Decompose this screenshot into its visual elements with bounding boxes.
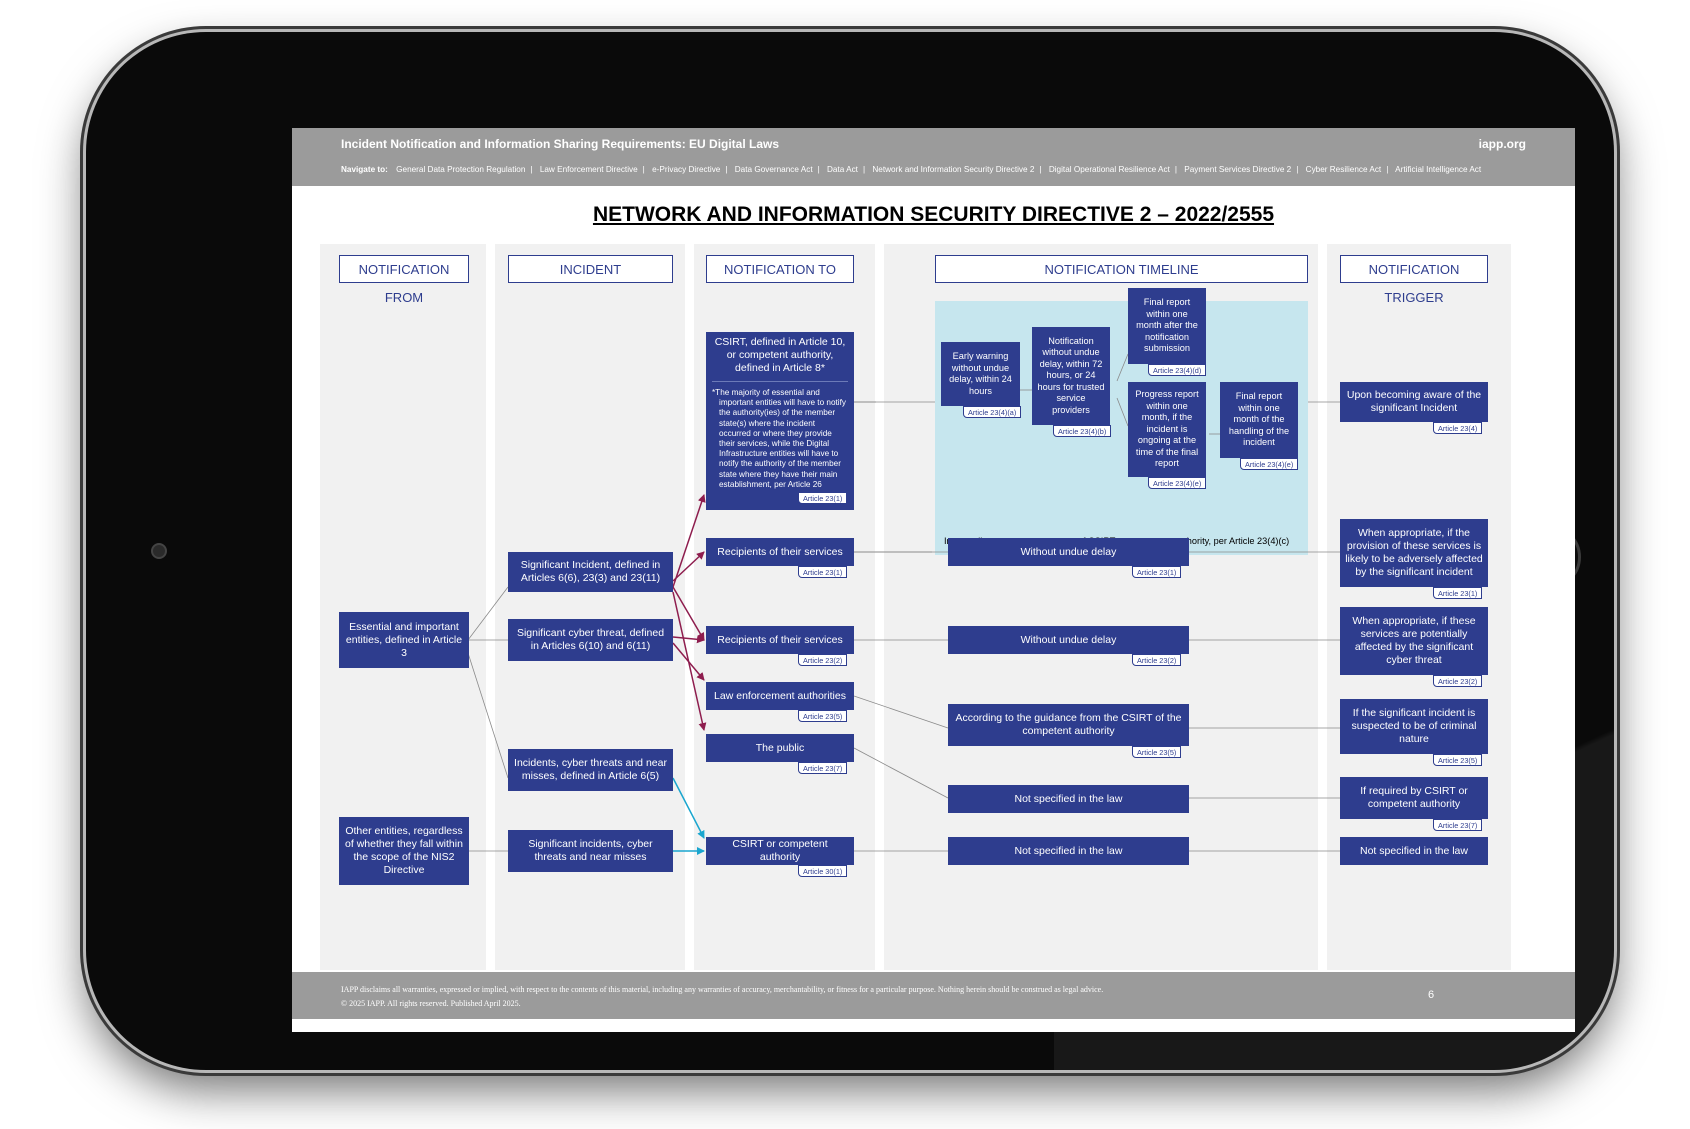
trigger-appropriate-1: When appropriate, if the provision of th…: [1340, 519, 1488, 587]
footer-disclaimer: IAPP disclaims all warranties, expressed…: [341, 985, 1104, 994]
tablet-frame: Incident Notification and Information Sh…: [86, 32, 1614, 1070]
article-ref: Article 23(4)(e): [1148, 477, 1207, 489]
timeline-without-delay-2: Without undue delay: [948, 626, 1189, 654]
article-ref: Article 23(5): [798, 710, 848, 722]
nav-link-eprivacy[interactable]: e-Privacy Directive: [652, 165, 721, 174]
connector-lines: [467, 353, 1340, 855]
nav-link-psd2[interactable]: Payment Services Directive 2: [1184, 165, 1292, 174]
timeline-final-report: Final report within one month after the …: [1128, 288, 1206, 364]
to-csirt-2: CSIRT or competent authority: [706, 837, 854, 865]
article-ref: Article 23(4)(a): [963, 406, 1022, 418]
trigger-not-specified: Not specified in the law: [1340, 837, 1488, 865]
column-header-from: NOTIFICATION FROM: [339, 255, 469, 305]
timeline-not-specified-1: Not specified in the law: [948, 785, 1189, 813]
nav-separator: |: [1386, 165, 1389, 174]
article-ref: Article 23(2): [1132, 654, 1182, 666]
timeline-guidance: According to the guidance from the CSIRT…: [948, 704, 1189, 746]
column-header-trigger: NOTIFICATION TRIGGER: [1340, 255, 1488, 305]
screen: Incident Notification and Information Sh…: [292, 128, 1575, 1032]
article-ref: Article 23(1): [798, 566, 848, 578]
to-recipients-1: Recipients of their services: [706, 538, 854, 566]
nav-link-dga[interactable]: Data Governance Act: [734, 165, 813, 174]
incident-significant: Significant Incident, defined in Article…: [508, 552, 673, 592]
nav-separator: |: [642, 165, 645, 174]
timeline-final-report-2: Final report within one month of the han…: [1220, 382, 1298, 458]
article-ref: Article 23(1): [1132, 566, 1182, 578]
nav-separator: |: [1174, 165, 1178, 174]
timeline-early-warning: Early warning without undue delay, withi…: [941, 342, 1020, 406]
trigger-appropriate-2: When appropriate, if these services are …: [1340, 607, 1488, 675]
timeline-not-specified-2: Not specified in the law: [948, 837, 1189, 865]
article-ref: Article 23(1): [1433, 587, 1483, 599]
to-csirt-note: *The majority of essential and important…: [712, 388, 846, 489]
nav-separator: |: [817, 165, 820, 174]
to-recipients-2: Recipients of their services: [706, 626, 854, 654]
to-public: The public: [706, 734, 854, 762]
trigger-criminal: If the significant incident is suspected…: [1340, 699, 1488, 754]
to-csirt: CSIRT, defined in Article 10, or compete…: [706, 332, 854, 510]
article-ref: Article 23(4)(e): [1240, 458, 1299, 470]
nav-link-ai-act[interactable]: Artificial Intelligence Act: [1395, 165, 1482, 174]
doc-footer: IAPP disclaims all warranties, expressed…: [292, 972, 1575, 1019]
to-csirt-title: CSIRT, defined in Article 10, or compete…: [712, 336, 848, 382]
article-ref: Article 23(4): [1433, 422, 1483, 434]
page-title: NETWORK AND INFORMATION SECURITY DIRECTI…: [592, 203, 1275, 226]
trigger-required: If required by CSIRT or competent author…: [1340, 777, 1488, 819]
column-header-timeline: NOTIFICATION TIMELINE: [935, 255, 1308, 283]
article-ref: Article 30(1): [798, 865, 848, 877]
article-ref: Article 23(4)(d): [1148, 364, 1207, 376]
nav-label: Navigate to:: [341, 165, 388, 174]
incident-cyber-threat: Significant cyber threat, defined in Art…: [508, 619, 673, 661]
timeline-progress-report: Progress report within one month, if the…: [1128, 382, 1206, 477]
nav-separator: |: [1296, 165, 1299, 174]
nav-separator: |: [862, 165, 866, 174]
timeline-notification: Notification without undue delay, within…: [1032, 327, 1110, 425]
incident-other: Significant incidents, cyber threats and…: [508, 830, 673, 872]
article-ref: Article 23(5): [1433, 754, 1483, 766]
article-ref: Article 23(5): [1132, 746, 1182, 758]
to-law-enforcement: Law enforcement authorities: [706, 682, 854, 710]
article-ref: Article 23(7): [798, 762, 848, 774]
doc-title: Incident Notification and Information Sh…: [341, 137, 780, 151]
nav-separator: |: [1039, 165, 1042, 174]
incident-near-miss: Incidents, cyber threats and near misses…: [508, 749, 673, 791]
column-header-incident: INCIDENT: [508, 255, 673, 283]
article-ref: Article 23(2): [798, 654, 848, 666]
camera-icon: [151, 543, 167, 559]
from-essential-entities: Essential and important entities, define…: [339, 612, 469, 668]
nav-separator: |: [530, 165, 533, 174]
nav-link-led[interactable]: Law Enforcement Directive: [539, 165, 638, 174]
trigger-aware: Upon becoming aware of the significant I…: [1340, 382, 1488, 422]
nav-bar: Navigate to: General Data Protection Reg…: [341, 165, 1481, 174]
article-ref: Article 23(7): [1433, 819, 1483, 831]
nav-separator: |: [725, 165, 728, 174]
footer-copyright: © 2025 IAPP. All rights reserved. Publis…: [341, 999, 521, 1008]
doc-header: Incident Notification and Information Sh…: [292, 128, 1575, 186]
article-ref: Article 23(2): [1433, 675, 1483, 687]
site-link[interactable]: iapp.org: [1478, 137, 1526, 151]
nav-link-nis2[interactable]: Network and Information Security Directi…: [872, 165, 1035, 174]
nav-link-dora[interactable]: Digital Operational Resilience Act: [1048, 165, 1170, 174]
page-number: 6: [1428, 989, 1435, 1001]
column-header-to: NOTIFICATION TO: [706, 255, 854, 283]
nav-link-cra[interactable]: Cyber Resilience Act: [1305, 165, 1382, 174]
nav-link-gdpr[interactable]: General Data Protection Regulation: [396, 165, 526, 174]
from-other-entities: Other entities, regardless of whether th…: [339, 817, 469, 885]
article-ref: Article 23(1): [798, 492, 848, 504]
nav-link-data-act[interactable]: Data Act: [827, 165, 858, 174]
timeline-without-delay-1: Without undue delay: [948, 538, 1189, 566]
article-ref: Article 23(4)(b): [1053, 425, 1112, 437]
